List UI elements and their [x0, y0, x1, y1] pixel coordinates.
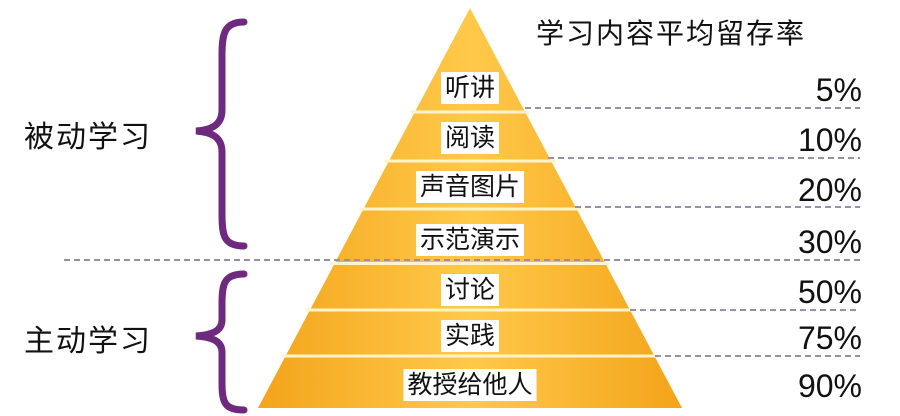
- diagram-title: 学习内容平均留存率: [536, 17, 807, 50]
- passive-learning-label: 被动学习: [24, 120, 152, 155]
- retention-value-7: 90%: [797, 368, 862, 404]
- retention-guide-lines: [64, 107, 860, 357]
- retention-value-1: 5%: [815, 72, 862, 108]
- level-label-7: 教授给他人: [403, 369, 537, 401]
- level-label-3: 声音图片: [415, 171, 525, 203]
- level-label-5: 讨论: [440, 274, 500, 306]
- active-learning-label: 主动学习: [24, 324, 152, 359]
- level-label-4: 示范演示: [415, 224, 525, 256]
- passive-brace-shape: [195, 18, 248, 250]
- retention-value-2: 10%: [797, 122, 862, 158]
- pyramid-band-lines: [281, 110, 659, 358]
- retention-value-4: 30%: [797, 224, 862, 260]
- retention-value-3: 20%: [797, 172, 862, 208]
- retention-value-6: 75%: [797, 320, 862, 356]
- level-label-6: 实践: [440, 320, 500, 352]
- level-label-2: 阅读: [440, 122, 500, 154]
- active-brace-shape: [195, 270, 248, 414]
- level-label-1: 听讲: [440, 72, 500, 104]
- retention-value-5: 50%: [797, 274, 862, 310]
